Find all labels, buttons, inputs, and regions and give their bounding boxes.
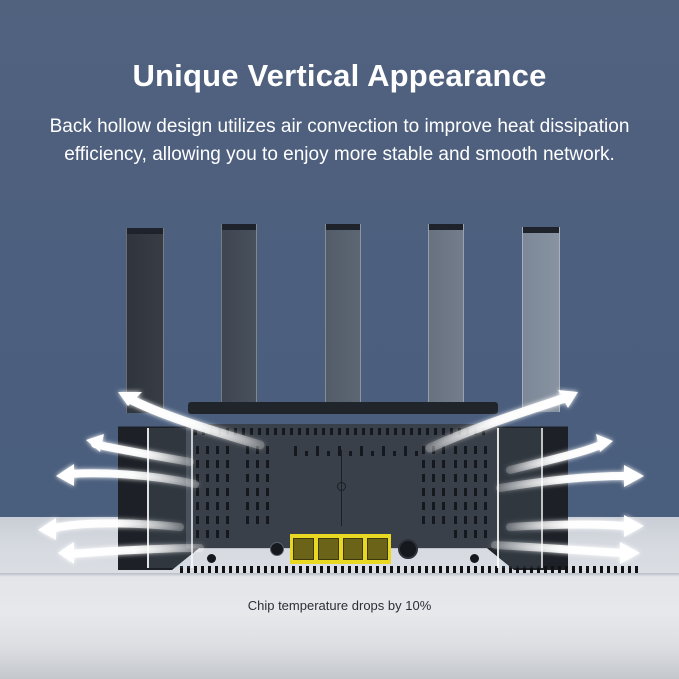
bottom-vents [180,566,638,573]
caption-chip-temperature: Chip temperature drops by 10% [247,598,432,613]
power-jack[interactable] [398,539,418,559]
subtitle-line-1: Back hollow design utilizes air convecti… [49,116,630,137]
lan-port-4[interactable] [367,538,388,560]
side-panel-left [147,428,193,568]
panel-seam-indicator [337,482,346,491]
reset-button[interactable] [270,542,284,556]
right-inner-vents [422,446,445,524]
left-inner-vents [246,446,269,524]
side-panel-right [497,428,543,568]
lan-port-block [290,534,391,564]
lan-port-2[interactable] [317,538,339,560]
lan-port-1[interactable] [293,538,314,560]
left-vents [196,446,229,538]
antenna-4 [428,224,464,409]
screw-left [207,554,216,563]
mid-vents [294,446,418,456]
antenna-5 [522,227,560,412]
headline-subtitle: Back hollow design utilizes air convecti… [0,113,679,169]
subtitle-line-2: efficiency, allowing you to enjoy more s… [64,144,615,165]
right-vents [454,446,487,538]
antenna-2 [221,224,257,409]
antenna-3 [325,224,361,409]
top-vents [194,428,485,435]
lan-port-3[interactable] [342,538,364,560]
router-top-rim [188,402,498,414]
headline-title: Unique Vertical Appearance [132,58,547,93]
antenna-1 [126,228,164,413]
shelf-edge [0,573,679,577]
screw-right [470,554,479,563]
